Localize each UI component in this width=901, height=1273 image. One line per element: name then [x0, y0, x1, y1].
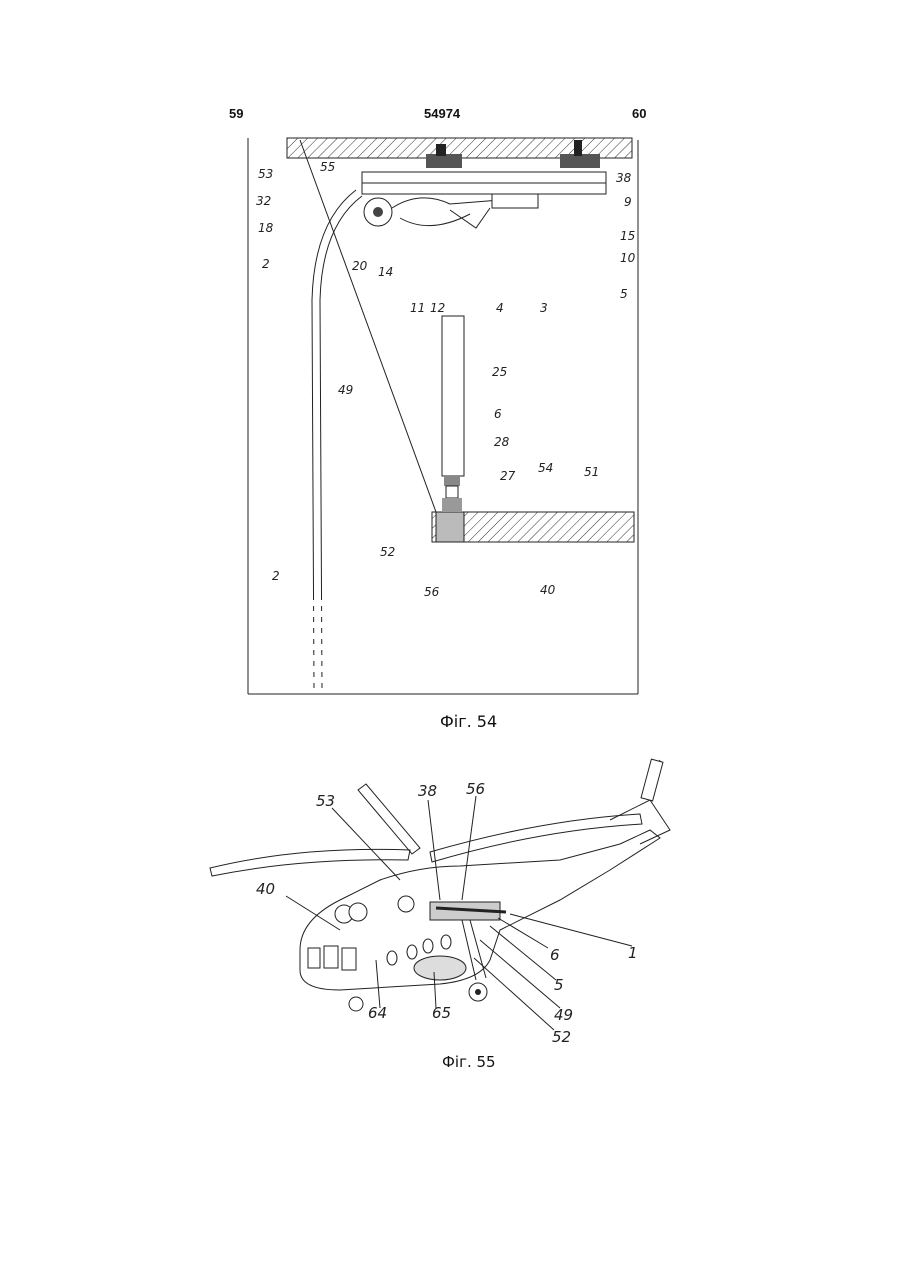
svg-text:49: 49	[338, 383, 353, 397]
svg-text:40: 40	[540, 583, 556, 597]
svg-text:52: 52	[380, 545, 395, 559]
svg-text:55: 55	[320, 160, 335, 174]
svg-text:28: 28	[494, 435, 510, 449]
svg-text:9: 9	[624, 195, 632, 209]
svg-text:5: 5	[620, 287, 628, 301]
svg-text:54: 54	[538, 461, 553, 475]
svg-text:38: 38	[616, 171, 632, 185]
svg-text:53: 53	[258, 167, 273, 181]
svg-text:14: 14	[378, 265, 393, 279]
svg-text:10: 10	[620, 251, 636, 265]
svg-text:11: 11	[410, 301, 425, 315]
svg-text:32: 32	[256, 194, 271, 208]
svg-text:20: 20	[352, 259, 368, 273]
svg-text:12: 12	[430, 301, 445, 315]
svg-text:4: 4	[496, 301, 504, 315]
svg-text:2: 2	[262, 257, 270, 271]
figure-54-caption: Фіг. 54	[440, 712, 497, 731]
svg-text:6: 6	[494, 407, 502, 421]
figure-55-caption: Фіг. 55	[442, 1053, 496, 1071]
svg-text:27: 27	[500, 469, 516, 483]
svg-text:56: 56	[424, 585, 440, 599]
svg-text:3: 3	[540, 301, 548, 315]
svg-text:15: 15	[620, 229, 635, 243]
svg-text:25: 25	[492, 365, 507, 379]
svg-text:2: 2	[272, 569, 280, 583]
svg-text:18: 18	[258, 221, 274, 235]
svg-text:51: 51	[584, 465, 599, 479]
